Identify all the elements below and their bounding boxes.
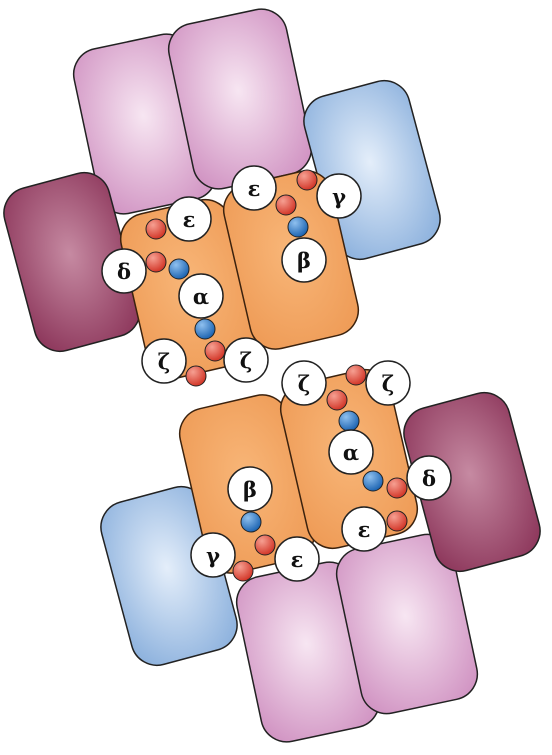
- red-dot: [145, 218, 167, 240]
- label-text: ε: [183, 207, 196, 232]
- label-epsilon-bottom-right: ε: [341, 506, 387, 552]
- label-text: ε: [291, 547, 304, 572]
- label-text: ζ: [382, 371, 394, 396]
- label-text: γ: [332, 184, 346, 209]
- label-text: γ: [206, 543, 220, 568]
- label-text: ε: [248, 176, 261, 201]
- label-text: ε: [358, 517, 371, 542]
- label-text: δ: [117, 259, 131, 284]
- blue-dot: [362, 470, 384, 492]
- label-zeta-right-bottom-right: ζ: [365, 360, 411, 406]
- red-dot: [232, 560, 254, 582]
- label-epsilon-top-right: ε: [231, 165, 277, 211]
- red-dot: [386, 510, 408, 532]
- label-beta-bottom-left: β: [227, 466, 273, 512]
- label-text: ζ: [298, 371, 310, 396]
- label-delta-top-left: δ: [101, 248, 147, 294]
- label-zeta-left-bottom-right: ζ: [281, 360, 327, 406]
- label-gamma-top-right: γ: [316, 173, 362, 219]
- label-text: ζ: [158, 349, 170, 374]
- label-text: δ: [422, 466, 436, 491]
- blue-dot: [338, 410, 360, 432]
- red-dot: [204, 340, 226, 362]
- bottom-right-pink-subunit: [335, 533, 479, 715]
- red-dot: [254, 534, 276, 556]
- red-dot: [296, 169, 318, 191]
- red-dot: [345, 364, 367, 386]
- blue-dot: [240, 511, 262, 533]
- blue-dot: [194, 318, 216, 340]
- label-text: α: [193, 284, 209, 309]
- label-text: ζ: [240, 348, 252, 373]
- label-zeta-right-top-left: ζ: [223, 337, 269, 383]
- label-epsilon-top-left: ε: [166, 196, 212, 242]
- label-alpha-bottom-right: α: [328, 429, 374, 475]
- label-zeta-left-top-left: ζ: [141, 338, 187, 384]
- label-text: β: [297, 248, 311, 273]
- label-alpha-top-left: α: [178, 273, 224, 319]
- red-dot: [145, 251, 167, 273]
- label-gamma-bottom-left: γ: [190, 532, 236, 578]
- label-beta-top-right: β: [281, 237, 327, 283]
- blue-dot: [168, 258, 190, 280]
- connector-dots: [145, 169, 408, 582]
- label-text: α: [343, 440, 359, 465]
- red-dot: [275, 194, 297, 216]
- red-dot: [386, 477, 408, 499]
- label-delta-bottom-right: δ: [406, 455, 452, 501]
- red-dot: [185, 365, 207, 387]
- label-epsilon-bottom-left: ε: [274, 536, 320, 582]
- blue-dot: [287, 216, 309, 238]
- label-text: β: [243, 477, 257, 502]
- red-dot: [326, 389, 348, 411]
